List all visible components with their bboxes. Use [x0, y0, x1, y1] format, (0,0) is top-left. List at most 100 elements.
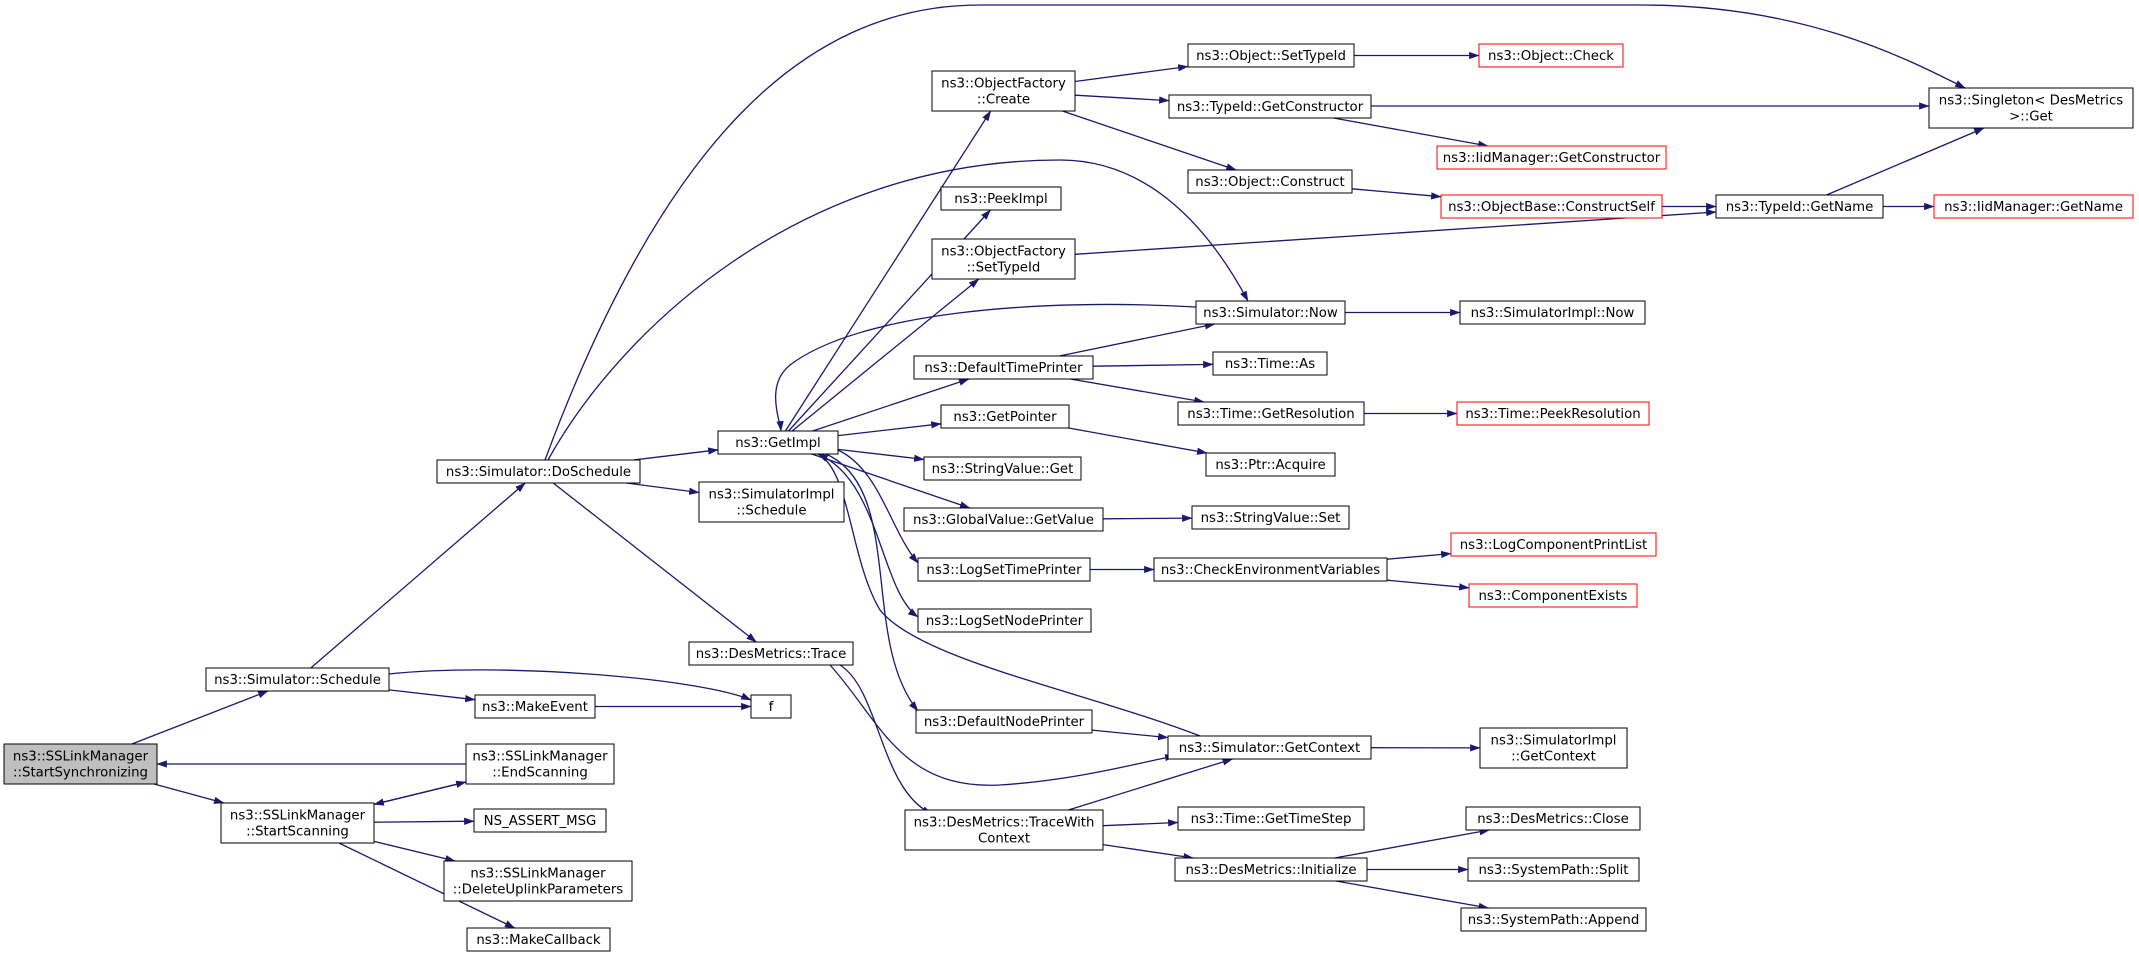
node-box[interactable]: [923, 456, 1082, 481]
node-box[interactable]: [1174, 857, 1368, 882]
node-box[interactable]: [1212, 351, 1328, 376]
node-logsetnodeprinter[interactable]: ns3::LogSetNodePrinter: [917, 608, 1092, 633]
node-endscanning[interactable]: ns3::SSLinkManager::EndScanning: [465, 743, 615, 785]
node-box[interactable]: [903, 507, 1104, 532]
node-ptr-acquire[interactable]: ns3::Ptr::Acquire: [1205, 452, 1336, 477]
node-box[interactable]: [904, 809, 1104, 851]
node-logsettimeprinter[interactable]: ns3::LogSetTimePrinter: [917, 557, 1091, 582]
node-box[interactable]: [698, 481, 845, 523]
node-defaultnodeprinter[interactable]: ns3::DefaultNodePrinter: [915, 709, 1093, 734]
node-makeevent[interactable]: ns3::MakeEvent: [474, 694, 596, 719]
node-checkenv[interactable]: ns3::CheckEnvironmentVariables: [1153, 557, 1388, 582]
node-simimpl-now[interactable]: ns3::SimulatorImpl::Now: [1459, 300, 1646, 325]
node-box[interactable]: [1187, 43, 1355, 68]
node-root[interactable]: ns3::SSLinkManager::StartSynchronizing: [3, 743, 158, 785]
node-startscanning[interactable]: ns3::SSLinkManager::StartScanning: [220, 802, 375, 844]
node-simimpl-schedule[interactable]: ns3::SimulatorImpl::Schedule: [698, 481, 845, 523]
node-time-getresolution[interactable]: ns3::Time::GetResolution: [1177, 401, 1365, 426]
node-box[interactable]: [1468, 583, 1638, 608]
node-peekimpl[interactable]: ns3::PeekImpl: [940, 186, 1062, 211]
node-box[interactable]: [1195, 300, 1346, 325]
node-systempath-split[interactable]: ns3::SystemPath::Split: [1467, 857, 1640, 882]
node-box[interactable]: [717, 430, 839, 455]
node-assert-msg[interactable]: NS_ASSERT_MSG: [473, 808, 607, 833]
node-object-check[interactable]: ns3::Object::Check: [1478, 43, 1624, 68]
node-sim-schedule[interactable]: ns3::Simulator::Schedule: [205, 667, 390, 692]
node-makecallback[interactable]: ns3::MakeCallback: [466, 927, 611, 952]
node-time-as[interactable]: ns3::Time::As: [1212, 351, 1328, 376]
node-box[interactable]: [443, 860, 633, 902]
node-box[interactable]: [750, 694, 792, 719]
node-desmetrics-initialize[interactable]: ns3::DesMetrics::Initialize: [1174, 857, 1368, 882]
node-box[interactable]: [1928, 87, 2134, 129]
node-box[interactable]: [1478, 43, 1624, 68]
node-box[interactable]: [436, 459, 641, 484]
node-box[interactable]: [474, 694, 596, 719]
node-systempath-append[interactable]: ns3::SystemPath::Append: [1460, 907, 1647, 932]
node-box[interactable]: [473, 808, 607, 833]
node-desmetrics-close[interactable]: ns3::DesMetrics::Close: [1465, 806, 1641, 831]
node-deleteuplink[interactable]: ns3::SSLinkManager::DeleteUplinkParamete…: [443, 860, 633, 902]
node-box[interactable]: [1467, 857, 1640, 882]
node-box[interactable]: [915, 709, 1093, 734]
node-box[interactable]: [1177, 806, 1365, 831]
node-stringvalue-get[interactable]: ns3::StringValue::Get: [923, 456, 1082, 481]
node-box[interactable]: [1440, 194, 1663, 219]
node-box[interactable]: [466, 927, 611, 952]
node-box[interactable]: [1450, 532, 1657, 557]
node-typeid-getname[interactable]: ns3::TypeId::GetName: [1715, 194, 1884, 219]
node-box[interactable]: [1460, 907, 1647, 932]
node-logcomponentprintlist[interactable]: ns3::LogComponentPrintList: [1450, 532, 1657, 557]
node-box[interactable]: [1187, 169, 1353, 194]
node-box[interactable]: [3, 743, 158, 785]
node-box[interactable]: [1167, 735, 1372, 760]
node-box[interactable]: [1153, 557, 1388, 582]
node-simulator-now[interactable]: ns3::Simulator::Now: [1195, 300, 1346, 325]
node-box[interactable]: [1933, 194, 2134, 219]
node-box[interactable]: [917, 608, 1092, 633]
node-componentexists[interactable]: ns3::ComponentExists: [1468, 583, 1638, 608]
node-simimpl-getcontext[interactable]: ns3::SimulatorImpl::GetContext: [1479, 727, 1628, 769]
node-getpointer[interactable]: ns3::GetPointer: [940, 404, 1070, 429]
node-box[interactable]: [1168, 94, 1372, 119]
node-box[interactable]: [931, 70, 1076, 112]
node-getimpl[interactable]: ns3::GetImpl: [717, 430, 839, 455]
node-typeid-getconstructor[interactable]: ns3::TypeId::GetConstructor: [1168, 94, 1372, 119]
node-singleton-get[interactable]: ns3::Singleton< DesMetrics >::Get: [1928, 87, 2134, 129]
node-simulator-getcontext[interactable]: ns3::Simulator::GetContext: [1167, 735, 1372, 760]
node-stringvalue-set[interactable]: ns3::StringValue::Set: [1191, 505, 1350, 530]
node-box[interactable]: [205, 667, 390, 692]
node-f[interactable]: f: [750, 694, 792, 719]
node-globalvalue-getvalue[interactable]: ns3::GlobalValue::GetValue: [903, 507, 1104, 532]
node-time-peekresolution[interactable]: ns3::Time::PeekResolution: [1456, 401, 1650, 426]
node-object-settypeid[interactable]: ns3::Object::SetTypeId: [1187, 43, 1355, 68]
node-box[interactable]: [940, 186, 1062, 211]
node-box[interactable]: [931, 238, 1076, 280]
node-desmetrics-trace[interactable]: ns3::DesMetrics::Trace: [688, 641, 854, 666]
node-box[interactable]: [465, 743, 615, 785]
node-box[interactable]: [220, 802, 375, 844]
node-box[interactable]: [1479, 727, 1628, 769]
node-doschedule[interactable]: ns3::Simulator::DoSchedule: [436, 459, 641, 484]
node-box[interactable]: [1436, 145, 1667, 170]
node-box[interactable]: [913, 355, 1094, 380]
node-box[interactable]: [1191, 505, 1350, 530]
node-defaulttimeprinter[interactable]: ns3::DefaultTimePrinter: [913, 355, 1094, 380]
node-box[interactable]: [917, 557, 1091, 582]
node-iidmanager-getconstructor[interactable]: ns3::IidManager::GetConstructor: [1436, 145, 1667, 170]
node-iidmanager-getname[interactable]: ns3::IidManager::GetName: [1933, 194, 2134, 219]
node-object-construct[interactable]: ns3::Object::Construct: [1187, 169, 1353, 194]
node-objfactory-settypeid[interactable]: ns3::ObjectFactory::SetTypeId: [931, 238, 1076, 280]
node-box[interactable]: [1456, 401, 1650, 426]
node-time-gettimestep[interactable]: ns3::Time::GetTimeStep: [1177, 806, 1365, 831]
node-box[interactable]: [1205, 452, 1336, 477]
node-box[interactable]: [940, 404, 1070, 429]
node-box[interactable]: [1715, 194, 1884, 219]
node-box[interactable]: [688, 641, 854, 666]
node-objectbase-constructself[interactable]: ns3::ObjectBase::ConstructSelf: [1440, 194, 1663, 219]
node-objfactory-create[interactable]: ns3::ObjectFactory::Create: [931, 70, 1076, 112]
node-box[interactable]: [1177, 401, 1365, 426]
node-box[interactable]: [1465, 806, 1641, 831]
node-box[interactable]: [1459, 300, 1646, 325]
